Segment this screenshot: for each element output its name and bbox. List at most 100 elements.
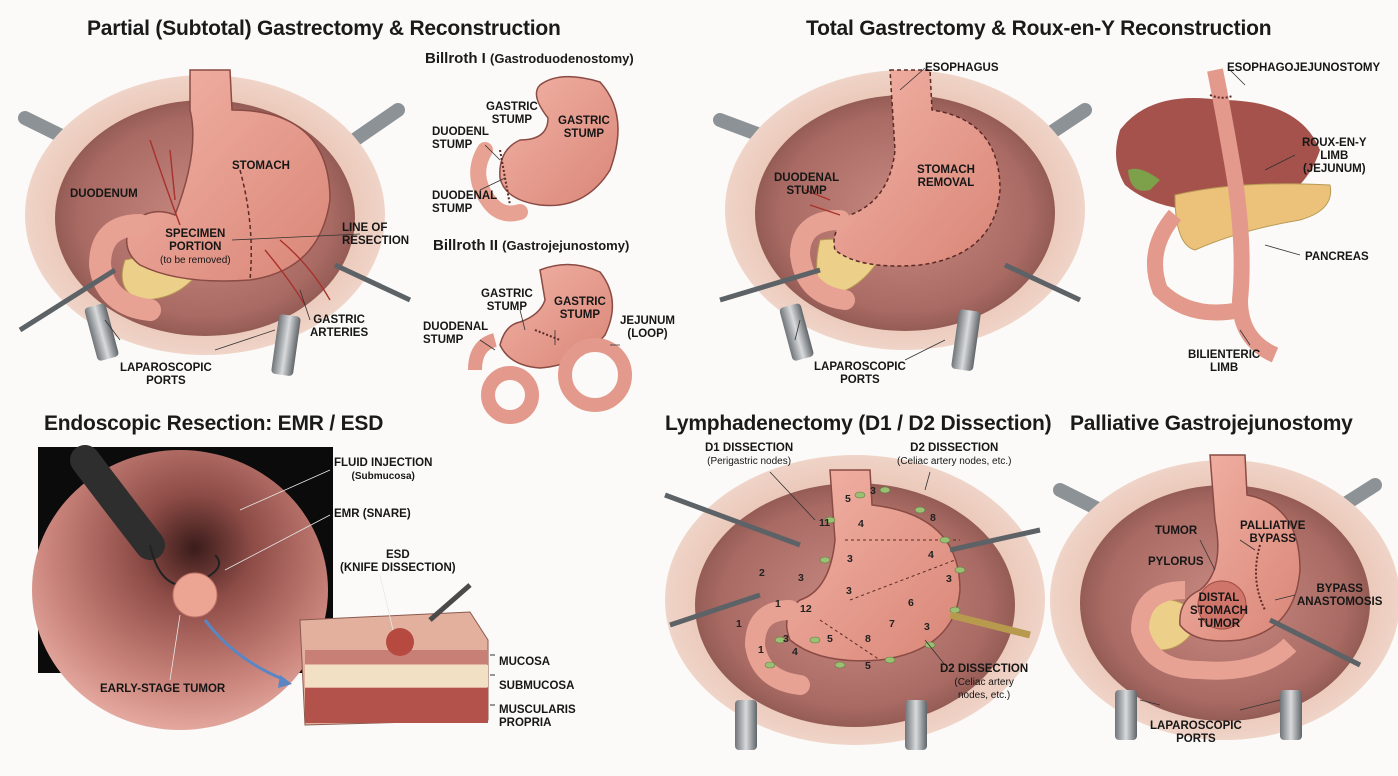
station-number: 8 xyxy=(865,633,871,645)
partial-gastrectomy-title: Partial (Subtotal) Gastrectomy & Reconst… xyxy=(87,17,561,40)
b2-gsb-line2: STUMP xyxy=(559,309,600,321)
roux-en-y-art xyxy=(1116,68,1332,363)
fluid-injection-label: FLUID INJECTION (Submucosa) xyxy=(334,457,432,483)
ba-line2: ANASTOMOSIS xyxy=(1297,596,1383,608)
partial-ports-line2: PORTS xyxy=(146,375,186,387)
esophagus-label: ESOPHAGUS xyxy=(925,62,999,74)
station-number: 1 xyxy=(775,598,781,610)
b1-gsa-line1: GASTRIC xyxy=(486,101,538,113)
roux-limb-label: ROUX-EN-Y LIMB (JEJUNUM) xyxy=(1302,137,1367,176)
specimen-note: (to be removed) xyxy=(160,255,231,266)
lymphadenectomy-title: Lymphadenectomy (D1 / D2 Dissection) xyxy=(665,412,1052,435)
roux-line3: (JEJUNUM) xyxy=(1302,163,1366,175)
dt-line1: DISTAL xyxy=(1198,592,1240,604)
endoscopy-art xyxy=(32,445,495,730)
muscularis-line2: PROPRIA xyxy=(499,717,552,729)
d2b-line1: D2 DISSECTION xyxy=(940,663,1029,675)
esd-line1: ESD xyxy=(385,549,410,561)
pb-line2: BYPASS xyxy=(1249,533,1296,545)
esophagojejunostomy-label: ESOPHAGOJEJUNOSTOMY xyxy=(1227,62,1381,74)
total-gastrectomy-art xyxy=(713,67,1092,371)
b1-ds-line1: DUODENL xyxy=(432,126,489,138)
d2b-note2: nodes, etc.) xyxy=(957,690,1011,701)
station-number: 5 xyxy=(827,633,833,645)
b2-gsb-line1: GASTRIC xyxy=(554,296,606,308)
tds-line1: DUODENAL xyxy=(774,172,840,184)
station-number: 3 xyxy=(798,572,804,584)
d2t-note: (Celiac artery nodes, etc.) xyxy=(897,456,1012,467)
b1-gsb-line2: STUMP xyxy=(563,128,604,140)
arteries-line2: ARTERIES xyxy=(310,327,369,339)
billroth2-title: Billroth II (Gastrojejunostomy) xyxy=(433,237,629,254)
b2-jejunum-loop: JEJUNUM (LOOP) xyxy=(620,315,675,341)
bypass-anastomosis-label: BYPASS ANASTOMOSIS xyxy=(1297,583,1382,609)
bilienteric-limb-label: BILIENTERIC LIMB xyxy=(1188,349,1260,375)
gastric-arteries-label: GASTRIC ARTERIES xyxy=(310,314,368,340)
b1-gastric-stump-right: GASTRIC STUMP xyxy=(558,115,610,141)
bl-line2: LIMB xyxy=(1210,362,1239,374)
b1-ds-line2: STUMP xyxy=(432,139,473,151)
mucosa-label: MUCOSA xyxy=(499,656,551,668)
billroth1-name: Billroth I xyxy=(425,50,486,67)
d2-dissection-top-label: D2 DISSECTION (Celiac artery nodes, etc.… xyxy=(897,442,1012,468)
station-number: 6 xyxy=(908,597,914,609)
muscularis-label: MUSCULARIS PROPRIA xyxy=(499,704,576,730)
b2-jj-line1: JEJUNUM xyxy=(620,315,675,327)
billroth1-art xyxy=(470,75,619,222)
sr-line1: STOMACH xyxy=(917,164,975,176)
billroth2-art xyxy=(468,263,632,424)
partial-ports-label: LAPAROSCOPIC PORTS xyxy=(120,362,212,388)
total-ports-line1: LAPAROSCOPIC xyxy=(814,361,906,373)
specimen-line2: PORTION xyxy=(169,241,222,253)
tumor-label: TUMOR xyxy=(1155,525,1198,537)
station-number: 1 xyxy=(758,644,764,656)
d1-line1: D1 DISSECTION xyxy=(705,442,794,454)
stomach-removal-label: STOMACH REMOVAL xyxy=(917,164,975,190)
pal-ports-line1: LAPAROSCOPIC xyxy=(1150,720,1242,732)
distal-tumor-label: DISTAL STOMACH TUMOR xyxy=(1190,592,1248,631)
fluid-note: (Submucosa) xyxy=(351,471,415,482)
station-number: 2 xyxy=(759,567,765,579)
d2t-line1: D2 DISSECTION xyxy=(910,442,999,454)
roux-line2: LIMB xyxy=(1320,150,1349,162)
b2-gsa-line1: GASTRIC xyxy=(481,288,533,300)
palliative-bypass-label: PALLIATIVE BYPASS xyxy=(1240,520,1305,546)
b1-duodenl-stump: DUODENL STUMP xyxy=(432,126,489,152)
ba-line1: BYPASS xyxy=(1316,583,1363,595)
station-number: 4 xyxy=(858,518,864,530)
station-number: 1 xyxy=(736,618,742,630)
tds-line2: STUMP xyxy=(786,185,827,197)
pylorus-label: PYLORUS xyxy=(1148,556,1204,568)
station-number: 7 xyxy=(889,618,895,630)
b2-gastric-stump-right: GASTRIC STUMP xyxy=(554,296,606,322)
station-number: 12 xyxy=(800,603,812,615)
dt-line3: TUMOR xyxy=(1197,618,1241,630)
stomach-label: STOMACH xyxy=(232,160,290,172)
b2-jj-line2: (LOOP) xyxy=(627,328,668,340)
billroth1-title: Billroth I (Gastroduodenostomy) xyxy=(425,50,634,67)
b2-duodenal-stump: DUODENAL STUMP xyxy=(423,321,488,347)
b1-gsa-line2: STUMP xyxy=(491,114,532,126)
esd-label: ESD (KNIFE DISSECTION) xyxy=(340,549,456,575)
b1-dsl-line2: STUMP xyxy=(432,203,473,215)
d1-note: (Perigastric nodes) xyxy=(707,456,792,467)
palliative-ports-label: LAPAROSCOPIC PORTS xyxy=(1150,720,1242,746)
station-number: 5 xyxy=(845,493,851,505)
d2b-note1: (Celiac artery xyxy=(954,677,1014,688)
b1-gastric-stump-left: GASTRIC STUMP xyxy=(486,101,538,127)
muscularis-line1: MUSCULARIS xyxy=(499,704,576,716)
early-tumor-label: EARLY-STAGE TUMOR xyxy=(100,683,226,695)
submucosa-label: SUBMUCOSA xyxy=(499,680,575,692)
d1-dissection-label: D1 DISSECTION (Perigastric nodes) xyxy=(705,442,793,468)
b1-dsl-line1: DUODENAL xyxy=(432,190,498,202)
palliative-title: Palliative Gastrojejunostomy xyxy=(1070,412,1353,435)
resection-line2: RESECTION xyxy=(342,235,410,247)
specimen-label: SPECIMEN PORTION (to be removed) xyxy=(160,228,231,267)
station-number: 3 xyxy=(924,621,930,633)
station-number: 3 xyxy=(783,633,789,645)
roux-line1: ROUX-EN-Y xyxy=(1302,137,1367,149)
pancreas-label: PANCREAS xyxy=(1305,251,1369,263)
duodenum-label: DUODENUM xyxy=(70,188,138,200)
